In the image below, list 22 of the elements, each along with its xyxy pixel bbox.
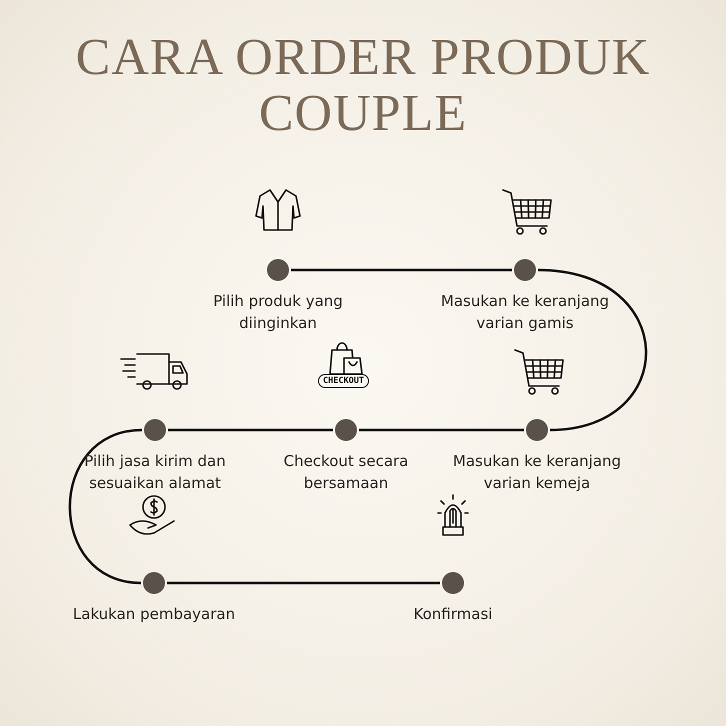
connector-line: [167, 582, 440, 584]
connector-line: [538, 268, 648, 432]
connector-line: [359, 428, 524, 432]
step-dot: [335, 419, 357, 441]
step-caption: Pilih produk yang diinginkan: [212, 291, 344, 334]
connector-line: [168, 428, 333, 432]
connector-line: [291, 268, 512, 272]
step-caption: Masukan ke keranjang varian kemeja: [452, 451, 622, 494]
step-dot: [267, 259, 289, 281]
step-dot: [514, 259, 536, 281]
step-caption: Pilih jasa kirim dan sesuaikan alamat: [83, 451, 227, 494]
step-dot: [143, 572, 165, 594]
step-caption: Konfirmasi: [412, 604, 494, 625]
checkout-tag: CHECKOUT: [318, 374, 369, 388]
step-dot: [144, 419, 166, 441]
step-caption: Masukan ke keranjang varian gamis: [440, 291, 610, 334]
title: CARA ORDER PRODUK COUPLE: [74, 30, 652, 142]
step-caption: Lakukan pembayaran: [72, 604, 236, 625]
step-dot: [526, 419, 548, 441]
connector-line: [68, 428, 142, 584]
step-caption: Checkout secara bersamaan: [282, 451, 410, 494]
step-dot: [442, 572, 464, 594]
